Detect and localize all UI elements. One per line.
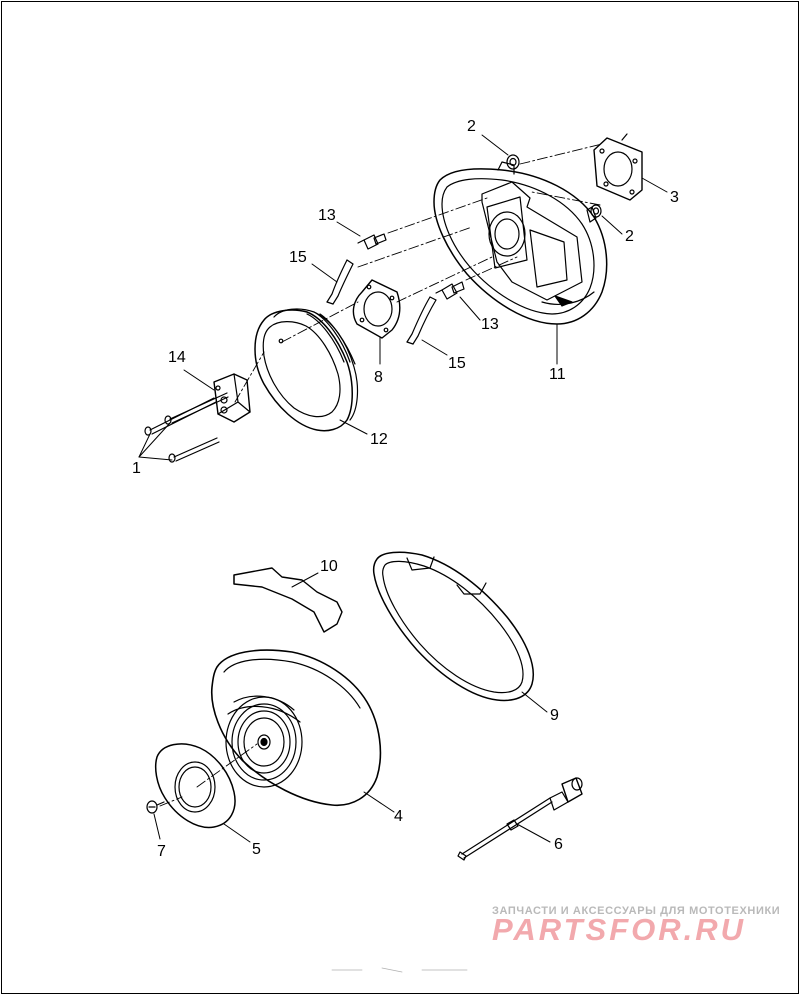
screws-part-1	[144, 392, 229, 463]
trim-ring-part-9	[372, 551, 534, 702]
callout-11: 11	[549, 366, 566, 383]
callout-12: 12	[370, 431, 388, 448]
callout-15-lower: 15	[448, 355, 466, 372]
medallion-part-5	[154, 743, 236, 829]
callout-2-lower: 2	[625, 228, 634, 245]
callout-9: 9	[550, 707, 559, 724]
breather-bolt-part-13-lower	[435, 281, 465, 300]
hose-part-15-lower	[406, 296, 437, 345]
alignment-lines	[159, 143, 603, 807]
watermark-logo: PARTSFOR.RU	[492, 912, 747, 947]
watermark-tagline: ЗАПЧАСТИ И АКСЕССУАРЫ ДЛЯ МОТОТЕХНИКИ	[492, 905, 781, 917]
shield-part-10	[233, 567, 343, 633]
seal-part-2-lower	[590, 204, 602, 218]
callout-14: 14	[168, 349, 186, 366]
cover-part-4	[210, 649, 382, 806]
backplate-part-11	[433, 161, 608, 325]
seal-part-2-upper	[506, 154, 520, 170]
callout-15-upper: 15	[289, 249, 307, 266]
callout-8: 8	[374, 369, 383, 386]
callout-2-upper: 2	[467, 118, 476, 135]
callout-6: 6	[554, 836, 563, 853]
callout-1: 1	[132, 460, 141, 477]
callout-13-lower: 13	[481, 316, 499, 333]
leader-lines	[138, 134, 668, 843]
callout-5: 5	[252, 841, 261, 858]
callout-4: 4	[394, 808, 403, 825]
rod-part-6	[457, 777, 583, 861]
bracket-part-14	[213, 373, 251, 423]
callout-7: 7	[157, 843, 166, 860]
callout-13-upper: 13	[318, 207, 336, 224]
hose-part-15-upper	[326, 259, 354, 305]
callout-3: 3	[670, 189, 679, 206]
breather-bolt-part-13-upper	[357, 233, 387, 250]
filter-element-part-12	[254, 308, 359, 432]
scan-marks	[331, 967, 468, 973]
gasket-part-3	[593, 133, 643, 201]
gasket-part-8	[352, 279, 401, 339]
screw-part-7	[146, 800, 165, 814]
callout-10: 10	[320, 558, 338, 575]
